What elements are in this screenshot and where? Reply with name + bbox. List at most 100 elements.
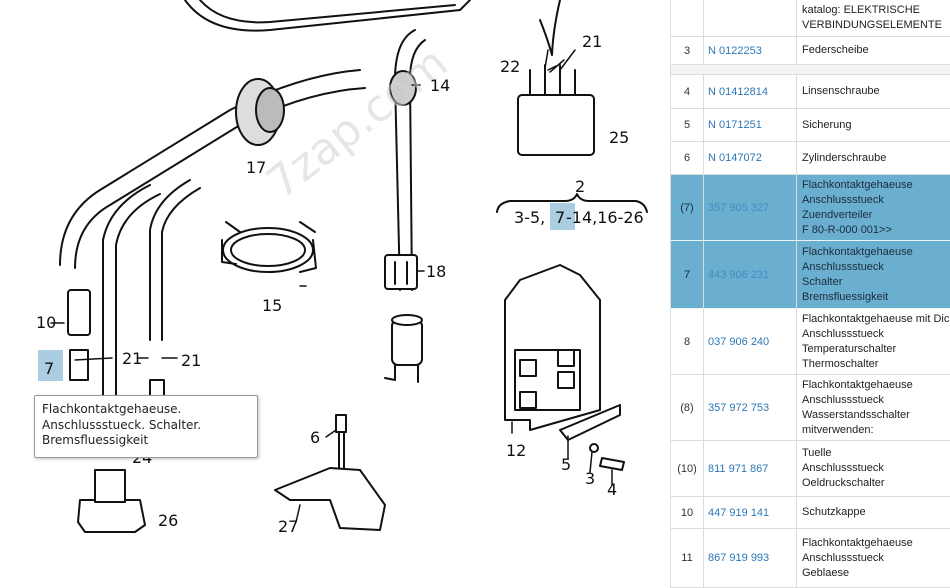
row-pos: 6: [683, 152, 691, 164]
row-description-cell: Linsenschraube: [796, 75, 950, 108]
desc-line: F 80-R-000 001>>: [802, 223, 892, 236]
tooltip-line-3: Bremsfluessigkeit: [42, 433, 149, 447]
connector-18: [384, 254, 418, 290]
callout-21-top[interactable]: 21: [582, 32, 602, 51]
desc-line: Zylinderschraube: [802, 151, 887, 164]
callout-group-3-5[interactable]: 3-5,: [514, 208, 545, 227]
table-row[interactable]: 6 N 0147072 Zylinderschraube: [671, 142, 950, 175]
callout-4[interactable]: 4: [607, 480, 617, 499]
row-pos: 10: [680, 506, 694, 519]
desc-line: VERBINDUNGSELEMENTE: [802, 18, 942, 31]
callout-group-7[interactable]: 7: [555, 208, 565, 227]
top-cable: [184, 0, 471, 32]
row-description-cell: Schutzkappe: [796, 497, 950, 528]
part-number-link[interactable]: 443 906 231: [708, 268, 770, 281]
part-number-link[interactable]: N 0147072: [708, 152, 762, 164]
callout-27[interactable]: 27: [278, 517, 298, 536]
callout-21-right[interactable]: 21: [181, 351, 201, 370]
desc-line: Anschlussstueck: [802, 551, 884, 564]
row-description: Schutzkappe: [802, 505, 866, 520]
part-number-link[interactable]: 811 971 867: [708, 462, 769, 475]
row-pos: (10): [677, 462, 697, 475]
row-part-number-cell: 357 905 327: [703, 175, 796, 240]
part-number-link[interactable]: 357 905 327: [708, 201, 770, 214]
row-part-number-cell: 447 919 141: [703, 497, 796, 528]
table-row-header-note: katalog: ELEKTRISCHE VERBINDUNGSELEMENTE: [671, 0, 950, 37]
callout-14[interactable]: 14: [430, 76, 450, 95]
row-pos: 11: [681, 552, 693, 564]
grommet-14: [389, 70, 417, 106]
row-description: katalog: ELEKTRISCHE VERBINDUNGSELEMENTE: [802, 3, 942, 33]
desc-line: Oeldruckschalter: [802, 477, 885, 489]
callout-15[interactable]: 15: [262, 296, 282, 315]
desc-line: Schalter: [802, 275, 843, 288]
desc-line: Sicherung: [802, 118, 852, 131]
row-part-number-cell: 357 972 753: [703, 375, 796, 440]
callout-25[interactable]: 25: [609, 128, 629, 147]
callout-12[interactable]: 12: [506, 441, 526, 460]
callout-26[interactable]: 26: [158, 511, 178, 530]
callout-22[interactable]: 22: [500, 57, 520, 76]
desc-line: Anschlussstueck: [802, 462, 884, 474]
desc-line: Anschlussstueck: [802, 193, 884, 206]
switch-26: [77, 499, 146, 533]
row-part-number-cell: 867 919 993: [703, 529, 796, 587]
row-description: Sicherung: [802, 118, 852, 133]
desc-line: Anschlussstueck: [802, 393, 884, 406]
row-pos: 4: [683, 85, 691, 98]
part-number-link[interactable]: 037 906 240: [708, 335, 770, 348]
callout-2[interactable]: 2: [575, 177, 585, 196]
part-number-link[interactable]: 867 919 993: [708, 552, 770, 564]
desc-line: Schutzkappe: [802, 506, 866, 518]
row-pos: 7: [683, 268, 691, 281]
connector-10: [67, 289, 91, 336]
part-number-link[interactable]: N 0171251: [708, 119, 762, 131]
tooltip-line-1: Flachkontaktgehaeuse.: [42, 402, 182, 416]
part-number-link[interactable]: 447 919 141: [708, 506, 770, 519]
callout-3[interactable]: 3: [585, 469, 595, 488]
parts-list-table: katalog: ELEKTRISCHE VERBINDUNGSELEMENTE…: [670, 0, 950, 588]
callout-10[interactable]: 10: [36, 313, 56, 332]
callout-17[interactable]: 17: [246, 158, 266, 177]
part-number-link[interactable]: N 01412814: [708, 85, 768, 98]
row-part-number: [703, 0, 796, 36]
row-pos: [671, 0, 703, 36]
callout-18[interactable]: 18: [426, 262, 446, 281]
part-number-link[interactable]: 357 972 753: [708, 401, 770, 414]
callout-group-14-26[interactable]: -14,16-26: [566, 208, 644, 227]
part-tooltip: Flachkontaktgehaeuse. Anschlussstueck. S…: [34, 395, 258, 458]
row-pos: (7): [680, 201, 694, 214]
callout-7[interactable]: 7: [44, 359, 54, 378]
row-description-cell: Federscheibe: [796, 37, 950, 64]
table-row[interactable]: 4 N 01412814 Linsenschraube: [671, 75, 950, 109]
callout-21-left[interactable]: 21: [122, 349, 142, 368]
desc-line: Linsenschraube: [802, 85, 880, 97]
table-row[interactable]: 10 447 919 141 Schutzkappe: [671, 497, 950, 529]
desc-line: Flachkontaktgehaeuse: [802, 245, 913, 258]
desc-line: Flachkontaktgehaeuse mit Dichtu: [802, 312, 950, 325]
row-part-number-cell: N 0147072: [703, 142, 796, 174]
row-description-cell: Zylinderschraube: [796, 142, 950, 174]
callout-6[interactable]: 6: [310, 428, 320, 447]
desc-line: Temperaturschalter: [802, 342, 897, 355]
hotspot-7-diagram[interactable]: [38, 350, 63, 381]
hotspot-7-group[interactable]: [550, 203, 575, 230]
row-part-number-cell: N 01412814: [703, 75, 796, 108]
part-number-link[interactable]: N 0122253: [708, 44, 762, 57]
row-part-number-cell: 443 906 231: [703, 241, 796, 308]
callout-5[interactable]: 5: [561, 455, 571, 474]
